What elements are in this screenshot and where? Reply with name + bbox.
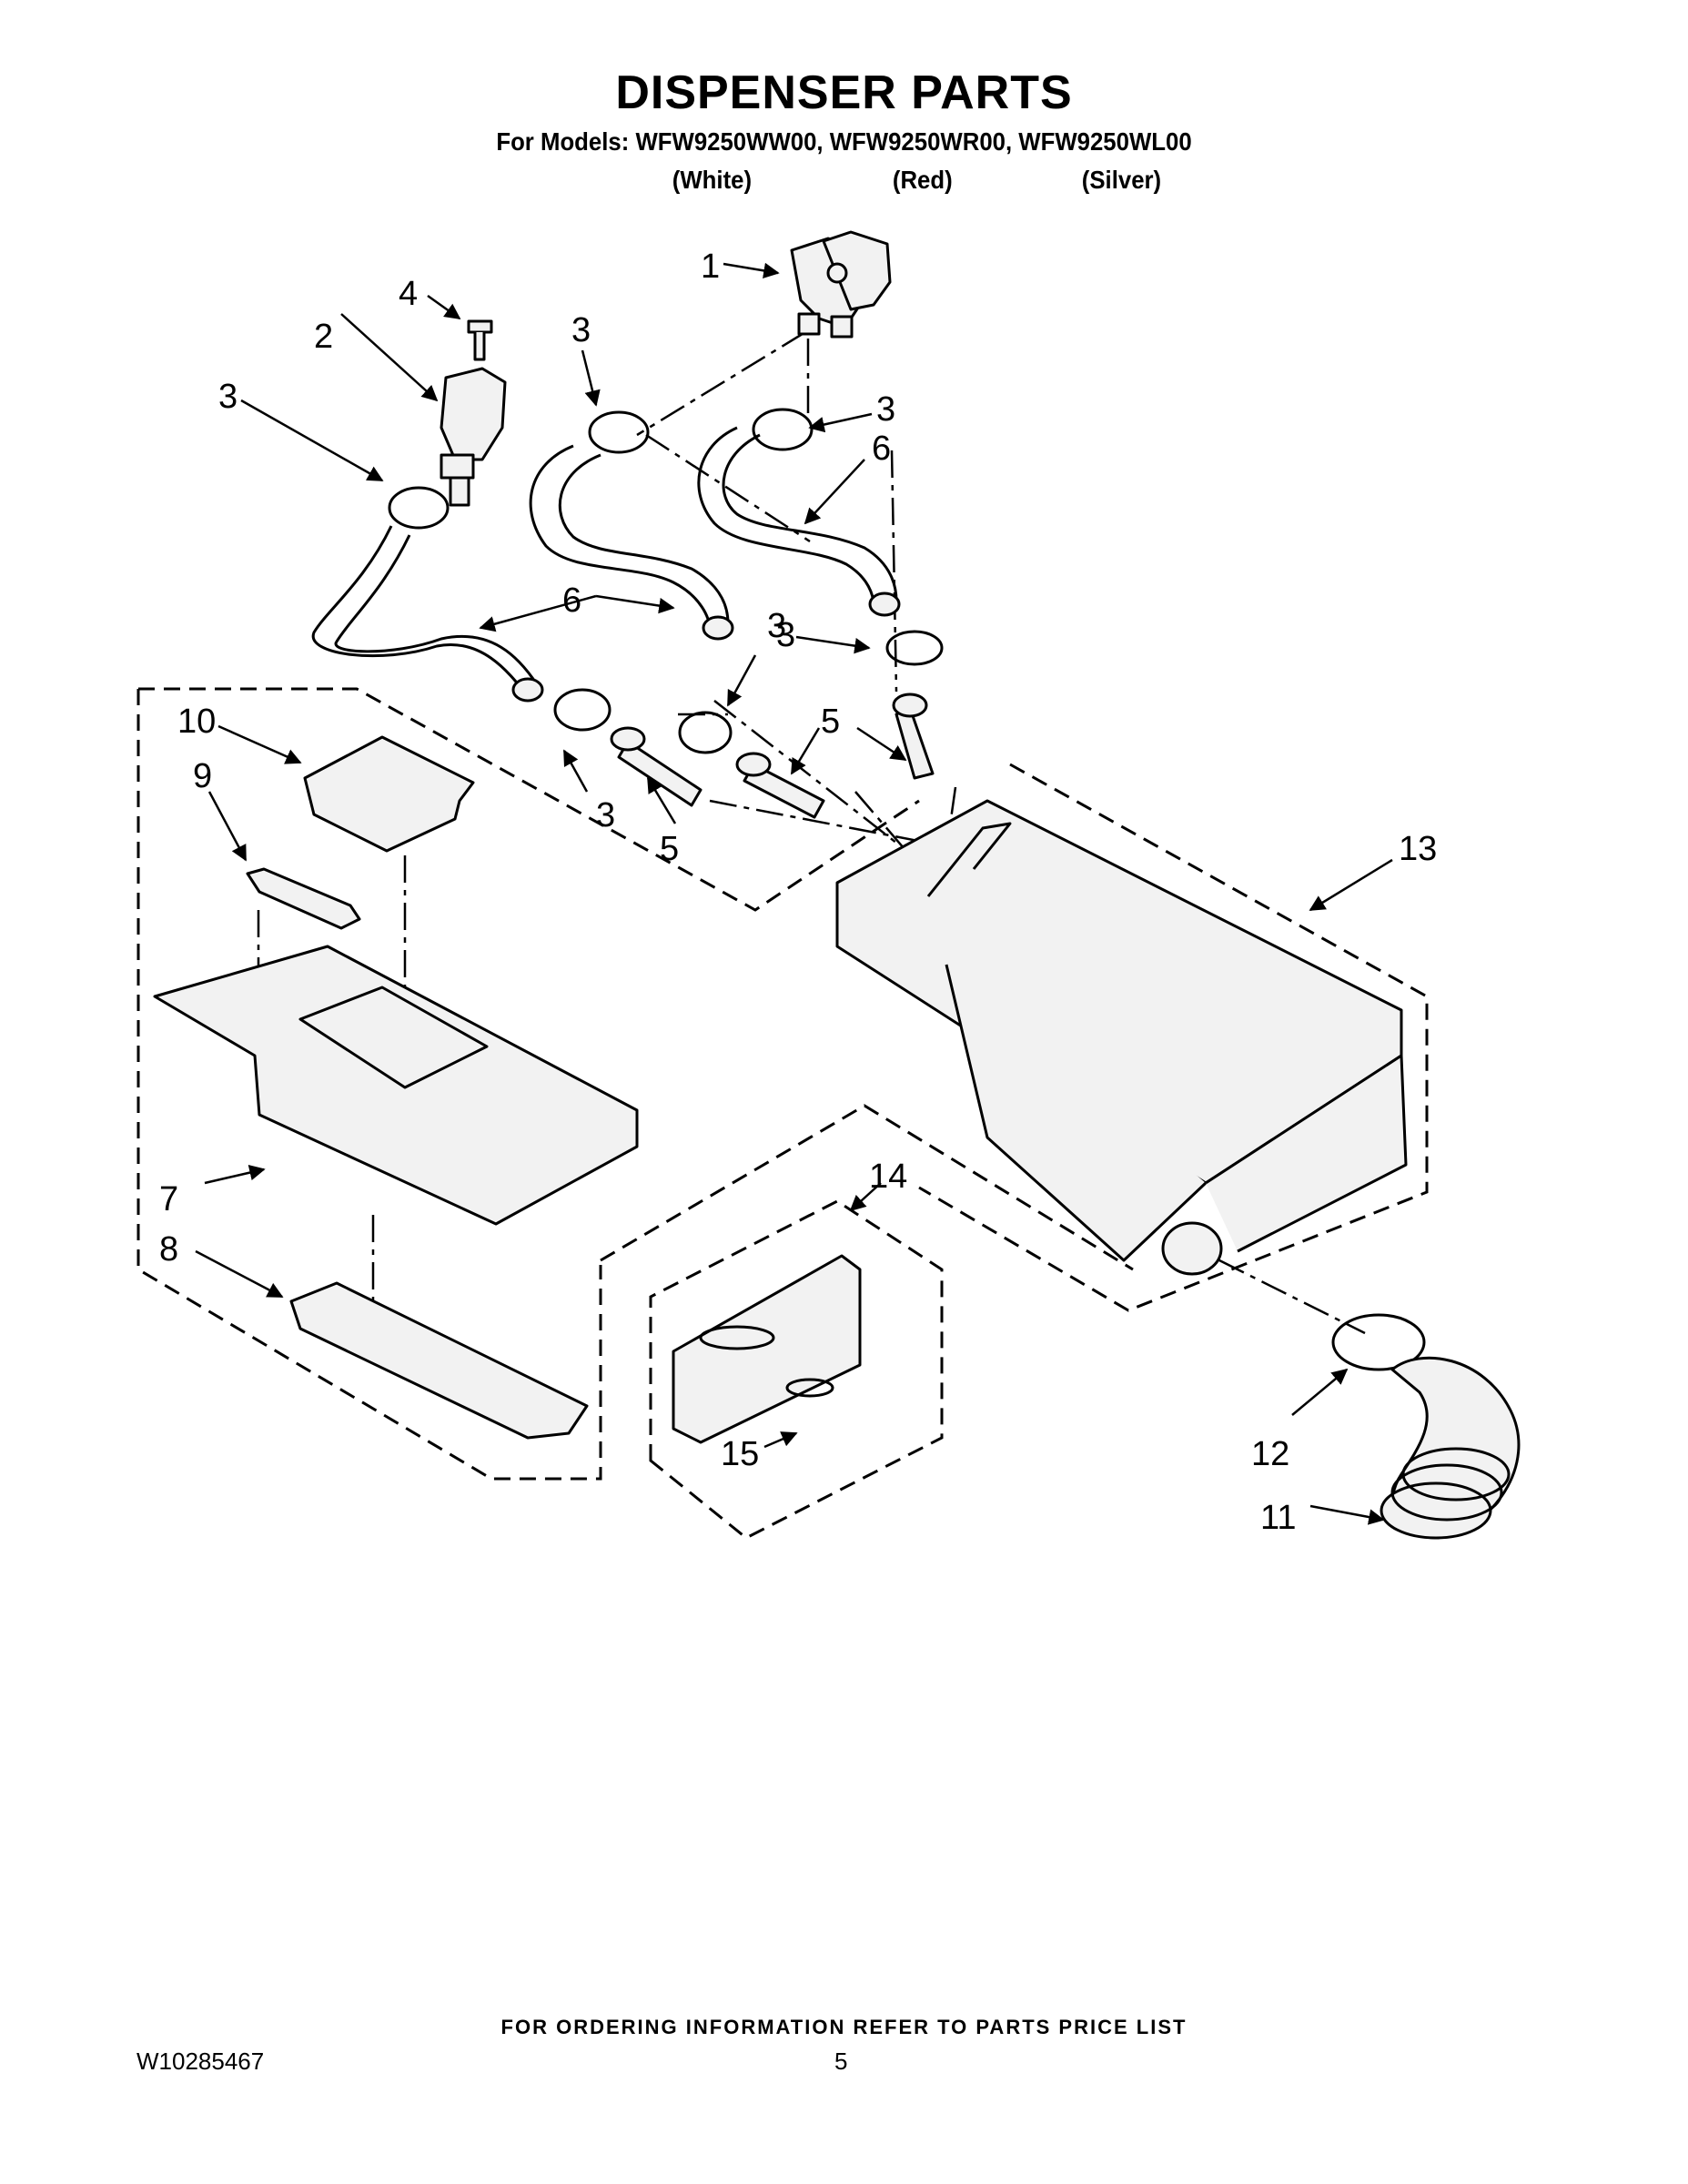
callout-3-d: 3 [767, 607, 786, 645]
group-outline-cover [600, 1104, 1134, 1271]
callout-6-middle: 6 [562, 581, 581, 620]
part-3-clamp-a [388, 486, 450, 530]
document-number: W10285467 [136, 2048, 265, 2075]
part-4-screw [467, 319, 493, 361]
callout-9: 9 [193, 757, 212, 795]
callout-11: 11 [1260, 1499, 1296, 1537]
group-outline-housing [918, 763, 1429, 1312]
callout-6-right: 6 [872, 430, 891, 468]
ordering-note: FOR ORDERING INFORMATION REFER TO PARTS … [500, 2016, 1188, 2038]
part-11-bellows [1380, 1356, 1521, 1540]
callout-3-a: 3 [218, 378, 238, 416]
callout-3-e: 3 [596, 796, 615, 834]
callout-10: 10 [177, 703, 216, 741]
part-14-cover [672, 1254, 862, 1444]
callout-15: 15 [721, 1435, 759, 1473]
page-title: DISPENSER PARTS [615, 66, 1073, 119]
color-red: (Red) [892, 166, 953, 194]
part-2-valve [440, 367, 507, 507]
callout-8: 8 [159, 1230, 178, 1269]
callout-5-b: 5 [821, 703, 840, 741]
part-5-tube-c [892, 693, 935, 780]
color-white: (White) [672, 166, 753, 194]
callout-3-f: 3 [776, 616, 795, 654]
callout-2: 2 [314, 318, 333, 356]
part-8-lid [289, 1281, 589, 1440]
part-6-hose-right [697, 426, 875, 606]
group-outline-cover-box [649, 1199, 944, 1540]
part-6-hose-middle [529, 444, 712, 629]
callout-5-a: 5 [660, 830, 679, 868]
part-9-lever [246, 867, 361, 930]
callout-7: 7 [159, 1180, 178, 1218]
part-3-clamp-d [885, 630, 944, 666]
callout-3-c: 3 [876, 390, 895, 429]
part-1-inlet-valve [790, 230, 892, 339]
callout-3-b: 3 [571, 311, 591, 349]
callout-14: 14 [869, 1158, 907, 1196]
part-13-housing [835, 799, 1408, 1276]
part-5-tube-a [610, 726, 702, 807]
callout-12: 12 [1251, 1435, 1289, 1473]
part-5-tube-b [735, 752, 825, 819]
part-3-clamp-f [678, 711, 733, 754]
color-silver: (Silver) [1081, 166, 1162, 194]
part-3-clamp-e [553, 688, 612, 732]
part-10-cap [303, 735, 475, 853]
part-12-clamp [1331, 1313, 1426, 1371]
group-outline-tray [136, 687, 920, 1481]
part-6-hose-left [311, 525, 530, 697]
callout-1: 1 [701, 248, 720, 286]
model-list: For Models: WFW9250WW00, WFW9250WR00, WF… [496, 127, 1192, 156]
part-7-tray [153, 945, 639, 1226]
part-3-clamp-b [588, 410, 650, 454]
callout-13: 13 [1399, 830, 1437, 868]
callout-4: 4 [399, 275, 418, 313]
part-3-clamp-c [752, 408, 814, 451]
page-number: 5 [834, 2048, 848, 2075]
